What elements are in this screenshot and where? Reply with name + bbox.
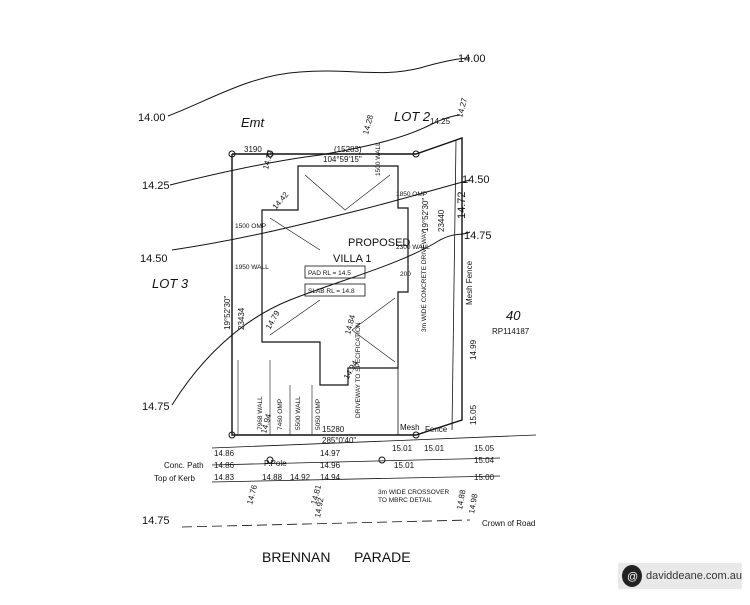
spot-level-1427b: 14.27 xyxy=(261,148,275,170)
road-r3-mid: 14.94 xyxy=(320,473,341,482)
mesh-front: Mesh xyxy=(400,423,420,432)
spot-level-1498: 14.98 xyxy=(467,493,479,515)
brand-logo-icon: @ xyxy=(622,565,642,587)
spot-level-1492: 14.92 xyxy=(313,497,325,519)
bottom-dim: 15280 xyxy=(322,425,345,434)
contour-14-50 xyxy=(171,179,471,251)
villa-footprint xyxy=(261,165,409,386)
road-line-2 xyxy=(211,457,501,466)
road-r1-right1: 15.01 xyxy=(392,444,413,453)
spot-level-1499: 14.99 xyxy=(469,339,478,360)
spot-level-1505: 15.05 xyxy=(469,404,478,425)
street-name-2: PARADE xyxy=(354,549,411,565)
svg-text:@: @ xyxy=(627,571,638,583)
conc-path-label: Conc. Path xyxy=(164,461,204,470)
setback-1500-wall: 1500 WALL xyxy=(375,142,382,176)
road-r1-right2: 15.01 xyxy=(424,444,445,453)
slab-rl-box xyxy=(304,283,366,297)
road-r2-mid: 14.96 xyxy=(320,461,341,470)
lot-3-label: LOT 3 xyxy=(152,276,189,291)
road-line-1 xyxy=(211,434,537,449)
road-r2-left: 14.86 xyxy=(214,461,235,470)
mesh-fence-side: Mesh Fence xyxy=(465,260,474,305)
setback-7460-omp: 7460 OMP xyxy=(277,399,284,430)
crossover-2: TO MBRC DETAIL xyxy=(378,497,432,504)
road-r1-right3: 15.05 xyxy=(474,444,495,453)
roof-lines xyxy=(304,174,391,211)
contour-14-00 xyxy=(167,57,471,117)
setback-1950-wall: 1950 WALL xyxy=(235,264,269,271)
contour-label-14-75-left: 14.75 xyxy=(142,401,170,413)
easement-label: Emt xyxy=(241,115,266,130)
slab-rl: SLAB RL = 14.8 xyxy=(308,288,355,295)
bottom-bearing: 285°0'40" xyxy=(322,436,356,445)
setback-7968-wall: 7968 WALL xyxy=(257,396,264,430)
villa-title-1: PROPOSED xyxy=(348,237,410,249)
contour-label-14-50-left: 14.50 xyxy=(140,253,168,265)
contour-14-25 xyxy=(169,114,461,186)
road-r3-l2: 14.88 xyxy=(262,473,283,482)
setback-5500-wall: 5500 WALL xyxy=(295,396,302,430)
contour-label-14-25: 14.25 xyxy=(142,180,170,192)
spot-level-1427a: 14.27 xyxy=(455,96,469,118)
contour-label-14-72: 14.72 xyxy=(456,191,468,219)
crossover-1: 3m WIDE CROSSOVER xyxy=(378,489,449,496)
driveway-spec: DRIVEWAY TO SPECIFICATION xyxy=(355,322,362,418)
road-r3-left: 14.83 xyxy=(214,473,235,482)
contour-label-14-00-top: 14.00 xyxy=(458,53,486,65)
crown-line xyxy=(181,519,471,528)
crown-of-road: Crown of Road xyxy=(482,519,535,528)
road-r2-right2: 15.04 xyxy=(474,456,495,465)
spot-level-1425: 14.25 xyxy=(430,117,451,126)
road-r3-right: 15.00 xyxy=(474,473,495,482)
left-dim: 23434 xyxy=(237,307,246,330)
spot-level-1488: 14.88 xyxy=(455,489,467,511)
street-name-1: BRENNAN xyxy=(262,549,330,565)
road-r2-right1: 15.01 xyxy=(394,461,415,470)
road-line-3 xyxy=(211,475,501,483)
driveway-label: 3m WIDE CONCRETE DRIVEWAY xyxy=(421,229,428,332)
pad-rl-box xyxy=(304,265,366,279)
spot-level-1428: 14.28 xyxy=(361,113,375,135)
lot-boundary xyxy=(231,137,463,436)
spot-level-1476: 14.76 xyxy=(245,483,259,505)
top-of-kerb-label: Top of Kerb xyxy=(154,474,195,483)
right-bearing: 19°52'30" xyxy=(421,198,430,232)
villa-title-2: VILLA 1 xyxy=(333,253,372,265)
contour-label-14-50-right: 14.50 xyxy=(462,174,490,186)
setback-1850-omp: 1850 OMP xyxy=(396,191,427,198)
contour-label-14-75-bottom: 14.75 xyxy=(142,515,170,527)
road-r1-mid: 14.97 xyxy=(320,449,341,458)
pad-rl: PAD RL = 14.5 xyxy=(308,270,351,277)
brand-text: daviddeane.com.au xyxy=(645,570,742,582)
top-boundary-dim: (15283) xyxy=(334,145,362,154)
lot-2-label: LOT 2 xyxy=(394,109,431,124)
contour-14-75 xyxy=(171,231,471,406)
setback-200: 200 xyxy=(400,271,411,278)
plan-reference: RP114187 xyxy=(492,327,530,336)
side-fence xyxy=(451,139,457,431)
top-bearing: 104°59'15" xyxy=(323,155,362,164)
fence-front: Fence xyxy=(425,425,448,434)
brand-watermark: @ daviddeane.com.au xyxy=(618,563,742,589)
road-r3-l3: 14.92 xyxy=(290,473,311,482)
right-dim: 23440 xyxy=(437,209,446,232)
left-corner-dim: 3190 xyxy=(244,145,262,154)
contour-label-14-00-left: 14.00 xyxy=(138,112,166,124)
spot-level-1479: 14.79 xyxy=(264,309,282,331)
contour-label-14-75-right: 14.75 xyxy=(464,230,492,242)
power-pole-label: P.Pole xyxy=(264,459,287,468)
setback-2300-wall: 2300 WALL xyxy=(396,244,430,251)
road-r1-left: 14.86 xyxy=(214,449,235,458)
spot-level-1442: 14.42 xyxy=(271,190,291,212)
setback-1500-omp: 1500 OMP xyxy=(235,223,266,230)
setback-5050-omp: 5050 OMP xyxy=(315,399,322,430)
lot-40-label: 40 xyxy=(506,308,521,323)
left-bearing: 19°52'30" xyxy=(223,296,232,330)
